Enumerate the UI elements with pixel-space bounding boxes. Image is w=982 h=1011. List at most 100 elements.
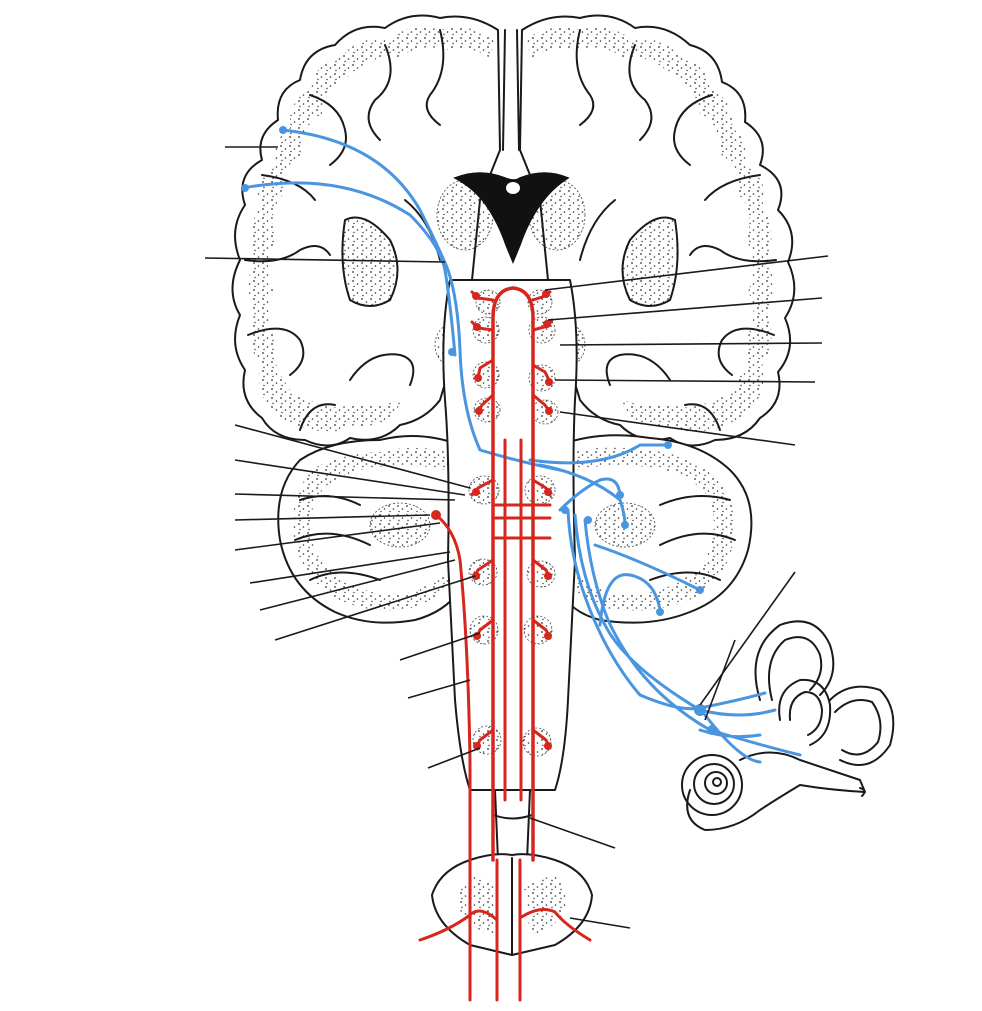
leader-left-5 (234, 493, 456, 501)
brainstem (442, 279, 578, 791)
vestibular-terminal-10 (656, 608, 664, 616)
cochlea-outer (681, 754, 743, 816)
vestibular-terminal-3 (448, 348, 456, 356)
right-sulcus-4 (704, 174, 761, 201)
right-cortex (525, 27, 774, 433)
leader-right-1 (544, 255, 829, 291)
vestibular-tract-to-cortex-lower (241, 181, 457, 357)
vestibular-nerve-branch-5 (698, 728, 762, 739)
vestibular-nerve-branch-3 (583, 518, 802, 757)
left-leader-lines (204, 146, 481, 769)
leader-left-2 (204, 257, 446, 263)
cochlea-inner (704, 771, 728, 795)
right-sulcus-3 (673, 94, 713, 166)
motor-lateral-left (434, 513, 472, 837)
leader-right-2 (547, 297, 823, 321)
vestibular-pathways (241, 126, 802, 764)
brainstem-nucleus-r4 (531, 399, 559, 425)
leader-left-7 (234, 522, 441, 551)
lateral-ventricle (453, 172, 570, 264)
endolymphatic-duct (859, 787, 866, 797)
spinal-cord (431, 789, 593, 956)
semicircular-canal-posterior (829, 685, 895, 766)
vestibular-nerve-main (566, 508, 767, 711)
brainstem-outline (442, 279, 578, 791)
motor-terminal-lateral (431, 510, 441, 520)
vestibular-terminal-7 (561, 506, 569, 514)
cochlea-mid (693, 763, 735, 805)
right-sulcus-1 (575, 29, 595, 126)
right-sulcus-5 (689, 245, 777, 263)
leader-left-13 (427, 747, 481, 769)
semicircular-canal-posterior-inner (834, 699, 882, 756)
cerebellum-folia-right (649, 495, 736, 581)
right-sulcus-2 (628, 44, 653, 141)
leader-left-4 (234, 459, 466, 496)
cerebellum-left-cortex (292, 447, 455, 611)
vestibule (686, 751, 866, 831)
vestibular-terminal-9 (696, 586, 704, 594)
brainstem-nucleus-r8 (522, 727, 552, 757)
vestibular-nerve-branch-4 (593, 543, 702, 592)
motor-pathways (418, 286, 592, 1002)
inner-ear (681, 620, 895, 831)
spinal-cord-band (493, 814, 533, 820)
leader-right-3 (559, 342, 823, 346)
left-sulcus-3 (309, 94, 347, 166)
semicircular-canal-lateral-inner (788, 691, 823, 736)
leader-right-7 (704, 639, 736, 721)
right-leader-lines (529, 255, 829, 929)
right-internal-capsule (579, 199, 616, 261)
vestibular-branch-to-nodulus (538, 463, 627, 527)
motor-spinal-branch-left (418, 909, 499, 942)
right-sulcus-8 (684, 403, 721, 431)
spinal-gray-right (524, 875, 567, 935)
left-sulcus-8 (299, 403, 336, 431)
leader-left-6 (234, 514, 431, 521)
leader-right-9 (569, 917, 631, 929)
left-lentiform-nucleus (341, 216, 399, 307)
motor-nucleus-tufts (470, 290, 554, 750)
leader-right-8 (529, 817, 616, 849)
right-sulcus-7 (605, 353, 671, 386)
semicircular-canal-superior-inner (768, 636, 823, 701)
vestibular-branch-mid (558, 477, 622, 512)
vestibular-terminal-2 (241, 184, 249, 192)
leader-left-10 (274, 575, 476, 641)
longitudinal-fissure (502, 29, 520, 151)
leader-left-3 (234, 424, 471, 489)
cerebellum (277, 434, 753, 624)
left-cortex (248, 27, 495, 433)
vestibular-branch-to-cerebellum (528, 443, 670, 465)
motor-central-loop (491, 286, 535, 862)
vestibular-nerve-branch-6 (703, 713, 762, 764)
vestibular-terminal-4 (664, 441, 672, 449)
motor-spinal-branch-right (518, 908, 592, 942)
vestibular-terminal-1 (279, 126, 287, 134)
vestibular-terminal-6 (621, 521, 629, 529)
semicircular-canal-superior (754, 620, 835, 701)
vestibular-ganglion-2 (707, 725, 717, 735)
left-sulcus-6 (247, 327, 305, 376)
left-sulcus-2 (367, 44, 392, 141)
leader-right-5 (559, 411, 796, 446)
semicircular-canal-lateral (778, 678, 832, 746)
leader-left-9 (259, 559, 456, 611)
leader-right-6 (699, 571, 796, 706)
right-lentiform-nucleus (621, 216, 679, 307)
right-sulcus-6 (717, 327, 775, 376)
spinal-cord-sides (494, 789, 531, 861)
leader-left-12 (407, 679, 471, 699)
vestibular-ganglion (694, 704, 706, 716)
left-sulcus-7 (349, 353, 415, 386)
leader-left-11 (399, 632, 481, 661)
vestibular-terminal-5 (616, 491, 624, 499)
vestibular-nerve-loop (598, 573, 662, 627)
vestibular-tract-to-cortex-upper (280, 128, 562, 472)
septum-pellucidum (506, 182, 520, 194)
leader-left-8 (249, 551, 451, 584)
leader-right-4 (554, 379, 816, 383)
vestibular-terminal-8 (584, 516, 592, 524)
cochlea-core (712, 777, 722, 787)
